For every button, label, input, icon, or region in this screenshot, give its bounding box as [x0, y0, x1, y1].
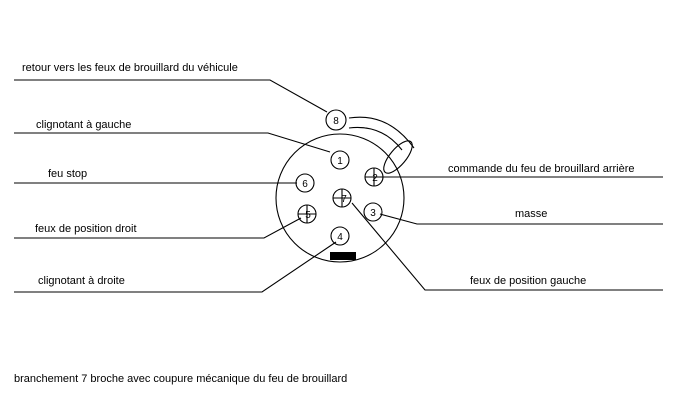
connector-housing [275, 133, 405, 263]
switch-bridge-inner [348, 126, 403, 151]
pin-3-label: 3 [370, 208, 376, 219]
diagram-caption: branchement 7 broche avec coupure mécani… [14, 373, 347, 385]
pin-2-label: 2 [372, 173, 378, 184]
pin-7-label: 7 [341, 194, 347, 205]
pin-6-circle [295, 173, 315, 193]
label-clignotant-droite: clignotant à droite [38, 275, 125, 287]
pin-3-circle [363, 202, 383, 222]
switch-lever [383, 140, 413, 174]
label-clignotant-gauche: clignotant à gauche [36, 119, 131, 131]
leader-clignotant-droite [14, 241, 337, 293]
pin-6-label: 6 [302, 179, 308, 190]
leader-clignotant-gauche [14, 132, 331, 153]
leader-feux-position-droit [14, 217, 302, 239]
label-commande: commande du feu de brouillard arrière [448, 163, 635, 175]
pin-1-circle [330, 150, 350, 170]
pin-4-label: 4 [337, 232, 343, 243]
label-feux-position-droit: feux de position droit [35, 223, 137, 235]
label-feux-position-gauche: feux de position gauche [470, 275, 586, 287]
pin-5-label: 5 [305, 210, 311, 221]
leader-retour [14, 79, 328, 113]
label-retour: retour vers les feux de brouillard du vé… [22, 62, 238, 74]
pin-4-circle [330, 226, 350, 246]
pin-8-circle [325, 109, 347, 131]
label-masse: masse [515, 208, 547, 220]
label-feu-stop: feu stop [48, 168, 87, 180]
pin-1-label: 1 [337, 156, 343, 167]
switch-bridge-outer [348, 116, 415, 149]
connector-key-tab [330, 252, 356, 260]
leader-feux-position-gauche [351, 202, 663, 291]
pin-8-label: 8 [333, 116, 339, 127]
leader-masse [379, 213, 663, 225]
